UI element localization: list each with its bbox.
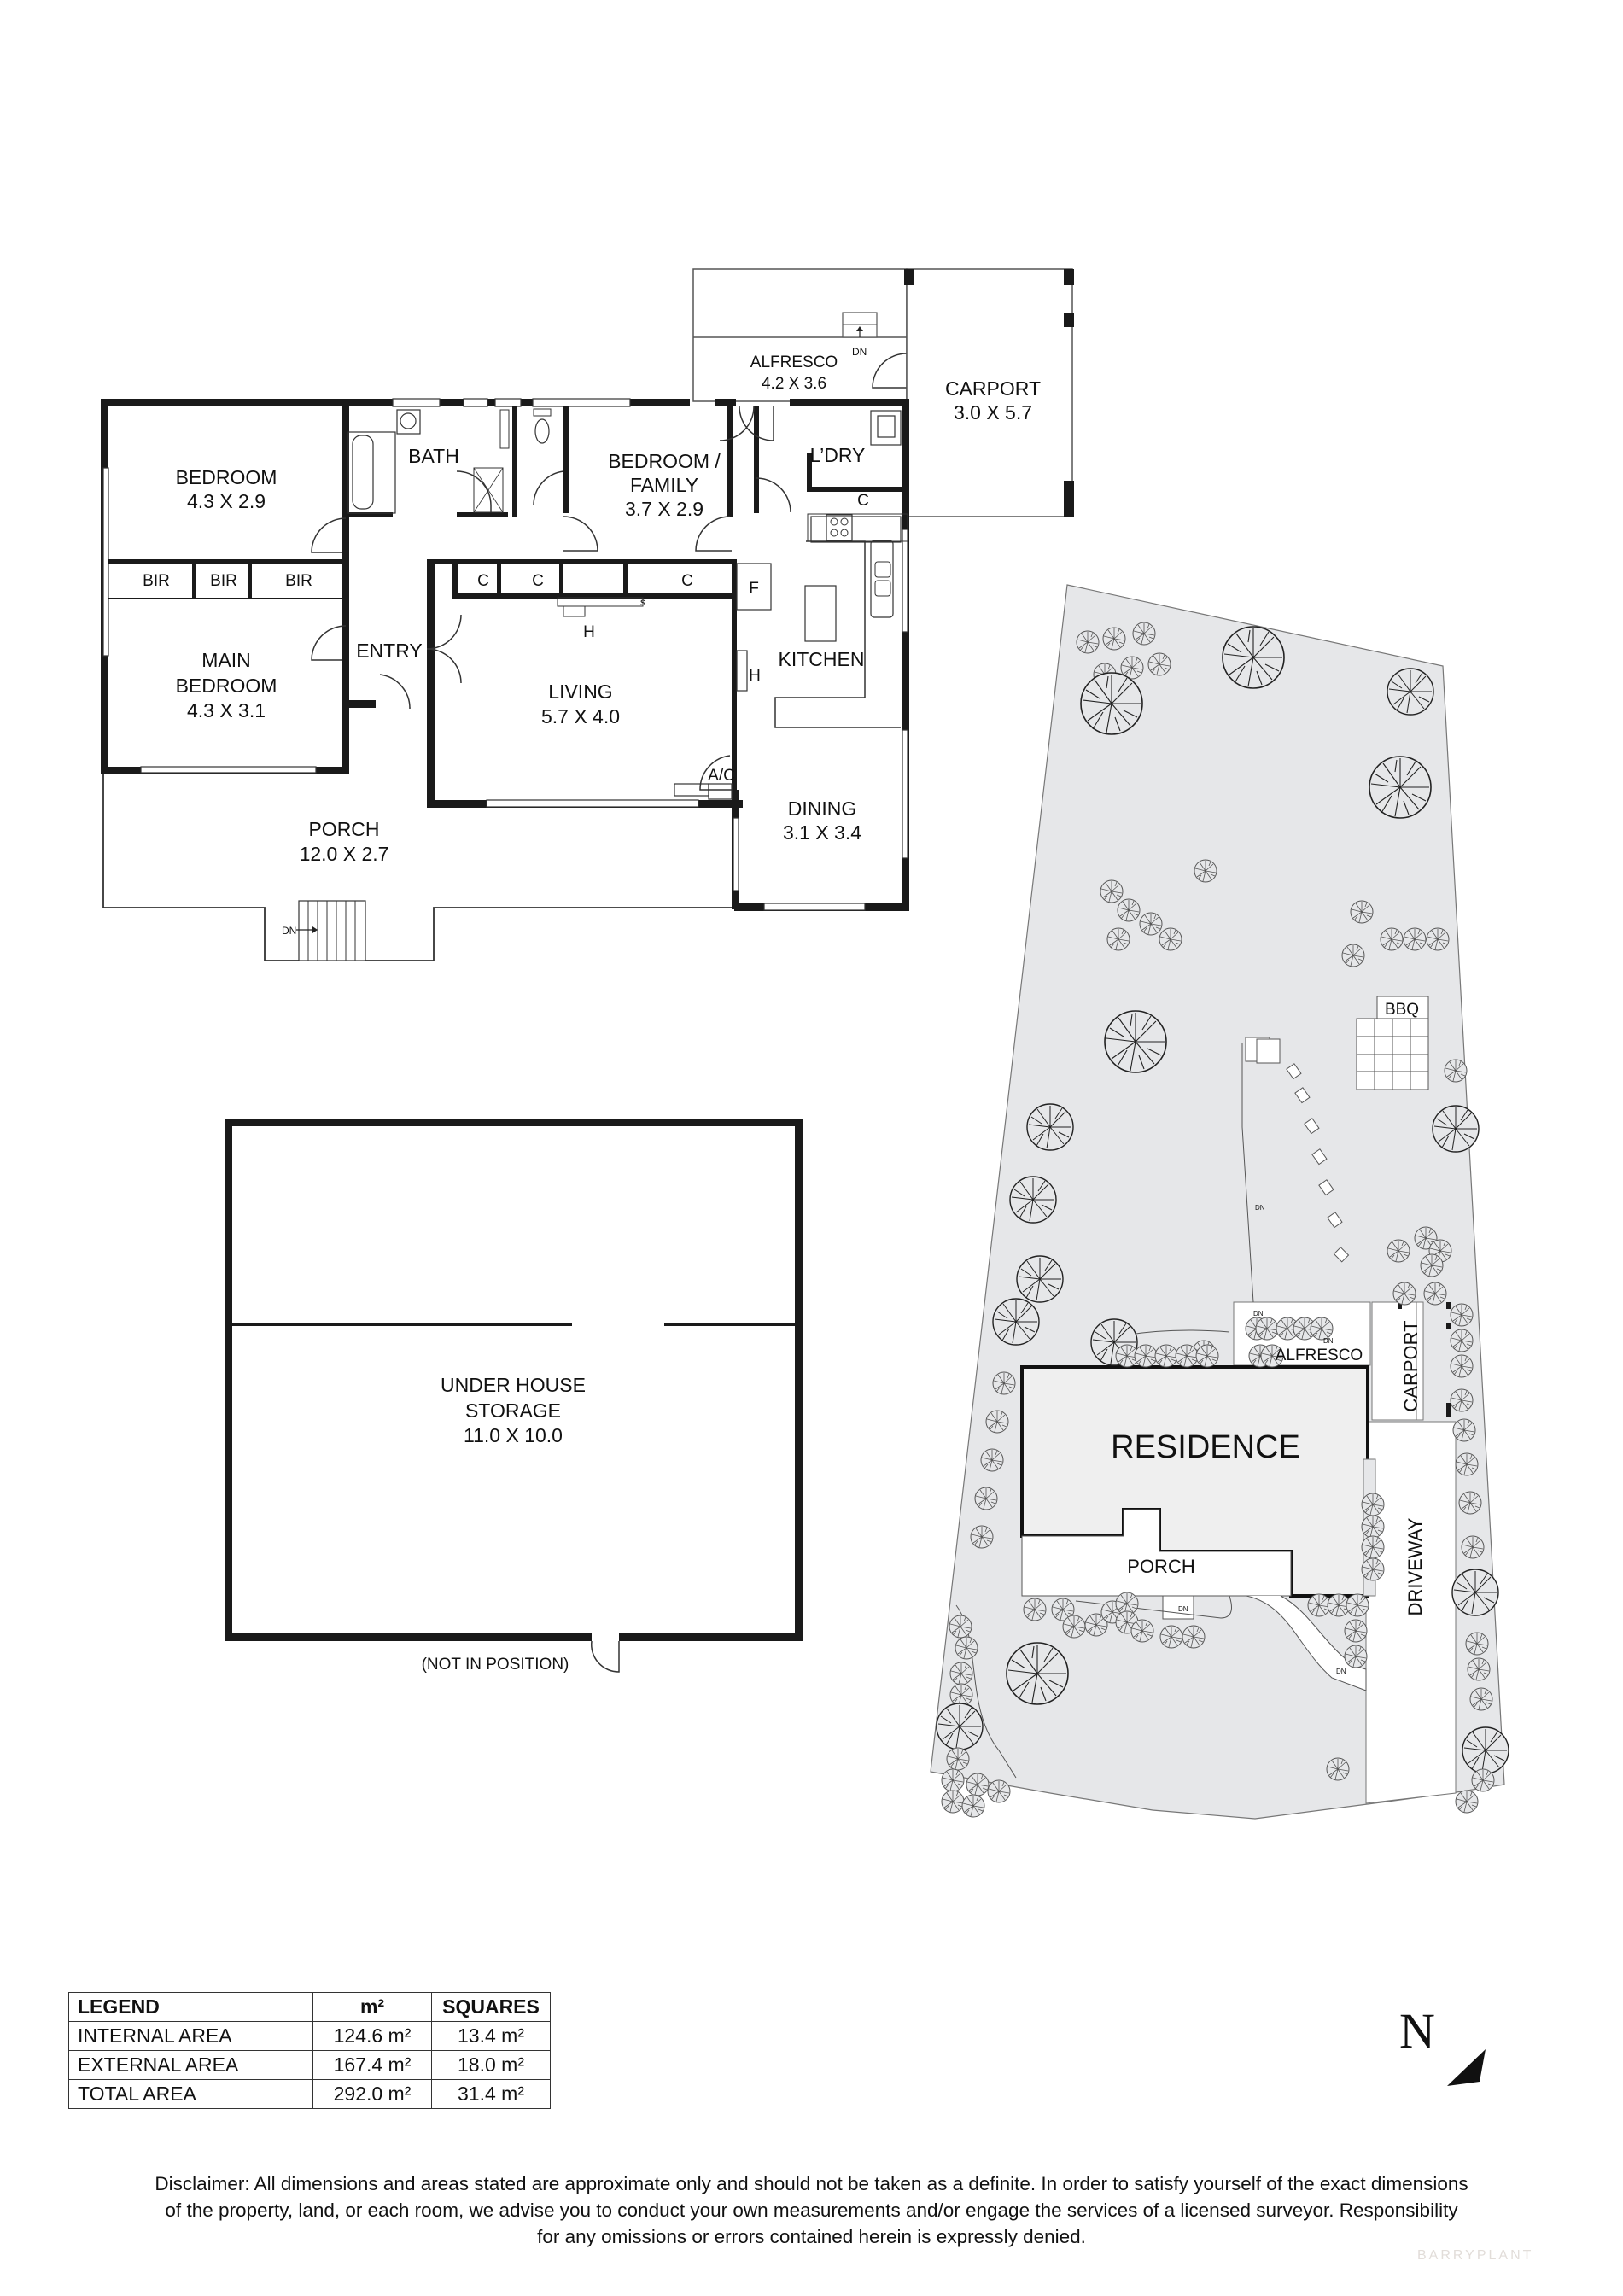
porch-area (102, 773, 734, 961)
site-down-label-1: DN (1255, 1204, 1265, 1212)
ac-label: A/C (708, 767, 735, 785)
disclaimer-line-2: of the property, land, or each room, we … (165, 2200, 1458, 2221)
bir-label-3: BIR (285, 572, 312, 590)
cupboard-label-2: C (532, 572, 544, 590)
smoke-detector-label: s (640, 596, 645, 608)
room-label-entry: ENTRY (356, 640, 423, 662)
room-label-living: LIVING (548, 681, 612, 703)
room-label-bedroom-family-2: FAMILY (630, 474, 698, 496)
legend-row: INTERNAL AREA 124.6 m² 13.4 m² (68, 2021, 551, 2051)
room-dims-bedroom-family: 3.7 X 2.9 (625, 498, 703, 520)
disclaimer-line-1: Disclaimer: All dimensions and areas sta… (155, 2173, 1468, 2194)
site-label-alfresco: ALFRESCO (1276, 1347, 1363, 1364)
room-label-bath: BATH (408, 445, 459, 467)
north-arrow: N (1392, 2003, 1494, 2094)
alfresco-down-label: DN (852, 346, 867, 358)
area-legend-table: LEGEND m² SQUARES INTERNAL AREA 124.6 m²… (68, 1992, 551, 2109)
fridge-label: F (749, 580, 759, 598)
heater-label-kitchen: H (749, 667, 761, 685)
legend-row-squares: 13.4 m² (431, 2021, 551, 2051)
site-label-residence: RESIDENCE (1111, 1429, 1300, 1465)
north-letter: N (1399, 2005, 1435, 2059)
legend-row: TOTAL AREA 292.0 m² 31.4 m² (68, 2079, 551, 2109)
bir-label-1: BIR (143, 572, 170, 590)
room-dims-carport: 3.0 X 5.7 (954, 401, 1032, 424)
site-plan: BBQ (930, 584, 1509, 1820)
legend-row-squares: 18.0 m² (431, 2050, 551, 2080)
storage-note: (NOT IN POSITION) (422, 1656, 569, 1674)
room-label-bedroom: BEDROOM (176, 466, 277, 488)
room-label-porch: PORCH (308, 818, 379, 840)
disclaimer-text: Disclaimer: All dimensions and areas sta… (51, 2170, 1572, 2250)
room-label-carport: CARPORT (945, 377, 1041, 400)
watermark-logo: BARRYPLANT (1417, 2248, 1534, 2263)
cupboard-label-3: C (681, 572, 693, 590)
main-floor-plan: BEDROOM 4.3 X 2.9 BATH BEDROOM / FAMILY … (101, 268, 1074, 961)
north-arrow-icon: N (1399, 2003, 1486, 2086)
site-label-driveway: DRIVEWAY (1404, 1517, 1426, 1615)
legend-row-squares: 31.4 m² (431, 2079, 551, 2109)
storage-dims: 11.0 X 10.0 (464, 1424, 563, 1446)
cupboard-label-1: C (477, 572, 489, 590)
cupboard-label-4: C (857, 492, 869, 510)
room-label-main-bedroom-2: BEDROOM (176, 675, 277, 697)
legend-header-squares: SQUARES (431, 1992, 551, 2022)
room-dims-living: 5.7 X 4.0 (541, 705, 620, 727)
legend-row: EXTERNAL AREA 167.4 m² 18.0 m² (68, 2050, 551, 2080)
legend-header-row: LEGEND m² SQUARES (68, 1992, 551, 2022)
room-dims-alfresco: 4.2 X 3.6 (762, 375, 826, 393)
room-label-alfresco: ALFRESCO (750, 353, 838, 371)
storage-plan: UNDER HOUSE STORAGE 11.0 X 10.0 (NOT IN … (225, 1119, 803, 1674)
room-dims-dining: 3.1 X 3.4 (783, 821, 861, 844)
site-label-carport: CARPORT (1400, 1320, 1422, 1411)
bbq-label: BBQ (1385, 1001, 1419, 1019)
legend-row-label: TOTAL AREA (68, 2079, 313, 2109)
room-dims-porch: 12.0 X 2.7 (300, 843, 389, 865)
site-down-label-4: DN (1178, 1605, 1188, 1613)
room-label-bedroom-family-1: BEDROOM / (608, 450, 721, 472)
site-label-porch: PORCH (1127, 1556, 1194, 1577)
room-label-dining: DINING (788, 797, 857, 820)
site-porch (1021, 1509, 1292, 1597)
disclaimer-line-3: for any omissions or errors contained he… (537, 2226, 1086, 2247)
heater-label-living: H (583, 623, 595, 641)
stairs-down-label: DN (282, 925, 296, 937)
legend-row-label: EXTERNAL AREA (68, 2050, 313, 2080)
storage-label-2: STORAGE (465, 1399, 561, 1422)
room-dims-main-bedroom: 4.3 X 3.1 (187, 699, 266, 722)
legend-row-m2: 124.6 m² (312, 2021, 432, 2051)
site-down-label-3: DN (1323, 1337, 1334, 1345)
storage-label-1: UNDER HOUSE (441, 1374, 586, 1396)
front-stairs (296, 900, 366, 961)
site-down-label-2: DN (1253, 1310, 1264, 1317)
room-dims-bedroom: 4.3 X 2.9 (187, 490, 266, 512)
legend-row-label: INTERNAL AREA (68, 2021, 313, 2051)
bbq-area (1356, 996, 1429, 1090)
legend-header-legend: LEGEND (68, 1992, 313, 2022)
room-label-kitchen: KITCHEN (779, 648, 865, 670)
bir-label-2: BIR (210, 572, 237, 590)
room-label-laundry: L’DRY (810, 444, 866, 466)
site-down-label-5: DN (1336, 1668, 1346, 1675)
legend-row-m2: 292.0 m² (312, 2079, 432, 2109)
carport-area (906, 268, 1073, 517)
legend-row-m2: 167.4 m² (312, 2050, 432, 2080)
legend-header-m2: m² (312, 1992, 432, 2022)
room-label-main-bedroom-1: MAIN (201, 649, 251, 671)
